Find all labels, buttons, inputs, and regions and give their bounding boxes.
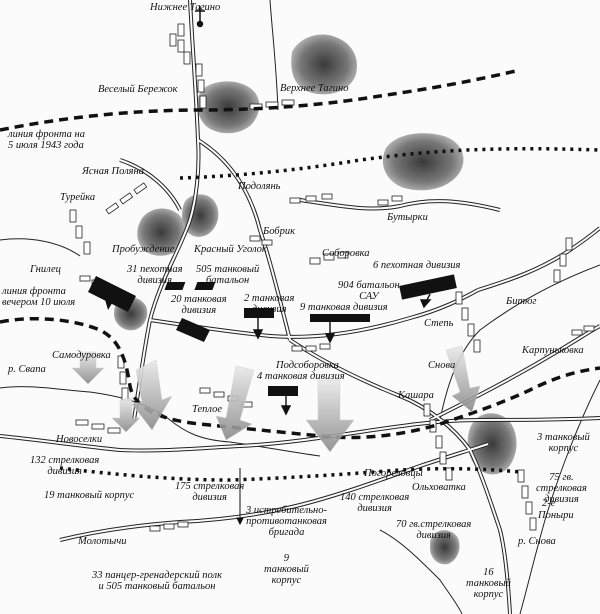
marker-small-arrow (236, 468, 244, 526)
frontline-july-10 (0, 316, 600, 440)
arrow-snova (445, 345, 481, 413)
arrow-samodurovka (71, 351, 105, 385)
marker-tank9 (310, 314, 370, 322)
marker-sau904 (399, 274, 457, 300)
marker-tank20 (176, 318, 210, 342)
forests (114, 34, 517, 565)
attack-arrows (71, 345, 481, 453)
frontline-south (59, 466, 521, 482)
village-samodurovka (117, 355, 129, 401)
village-nizhnee-tagino (169, 23, 191, 65)
stream-south (379, 529, 463, 614)
forest-butyrki (382, 133, 464, 191)
stream-east (439, 264, 600, 421)
arrow-novoselki (111, 397, 141, 433)
unit-marker-arrows (252, 293, 432, 416)
frontlines (0, 68, 600, 482)
arrow-teploe-west (131, 359, 173, 431)
village-bityug (553, 237, 573, 283)
arrow-main (305, 379, 355, 453)
unit-markers (88, 274, 457, 396)
village-step (455, 291, 481, 353)
forest-verkhnee-tagino (291, 34, 358, 95)
forest-probuzhdenie (137, 208, 185, 256)
forest-olkhovatka (467, 413, 517, 475)
marker-tank2-box (244, 308, 274, 318)
forest-vesely-berezhok (197, 81, 260, 134)
village-vesely-berezhok (195, 63, 207, 109)
stream-west (0, 238, 81, 257)
frontline-july-5 (0, 68, 521, 132)
marker-tank2-a (164, 282, 186, 290)
village-karpunkovka (571, 325, 595, 336)
forest-krasny-ugolok (182, 194, 219, 237)
village-bobrik (249, 235, 273, 246)
marker-tank4 (268, 386, 298, 396)
river-snova (519, 379, 600, 614)
stream-north (269, 0, 279, 111)
forest-south (430, 530, 460, 565)
village-tureyka (69, 209, 91, 255)
village-soborovka (309, 251, 349, 265)
village-pogorelovtsy (439, 451, 453, 481)
village-podolyan (289, 193, 333, 204)
village-novoselki (75, 419, 121, 434)
village-podsoborovka (291, 343, 331, 352)
marker-inf31-arrow (104, 296, 114, 310)
frontline-july-5-east (179, 147, 600, 180)
church-icon (195, 6, 205, 28)
village-probuzhdenie (105, 182, 148, 215)
village-butyrki (377, 195, 403, 206)
marker-inf31 (88, 276, 136, 312)
arrow-teploe (215, 365, 255, 441)
marker-tank2-b (194, 282, 216, 290)
villages (69, 23, 595, 532)
village-molotychi (149, 521, 189, 532)
village-ponyri (517, 469, 537, 531)
